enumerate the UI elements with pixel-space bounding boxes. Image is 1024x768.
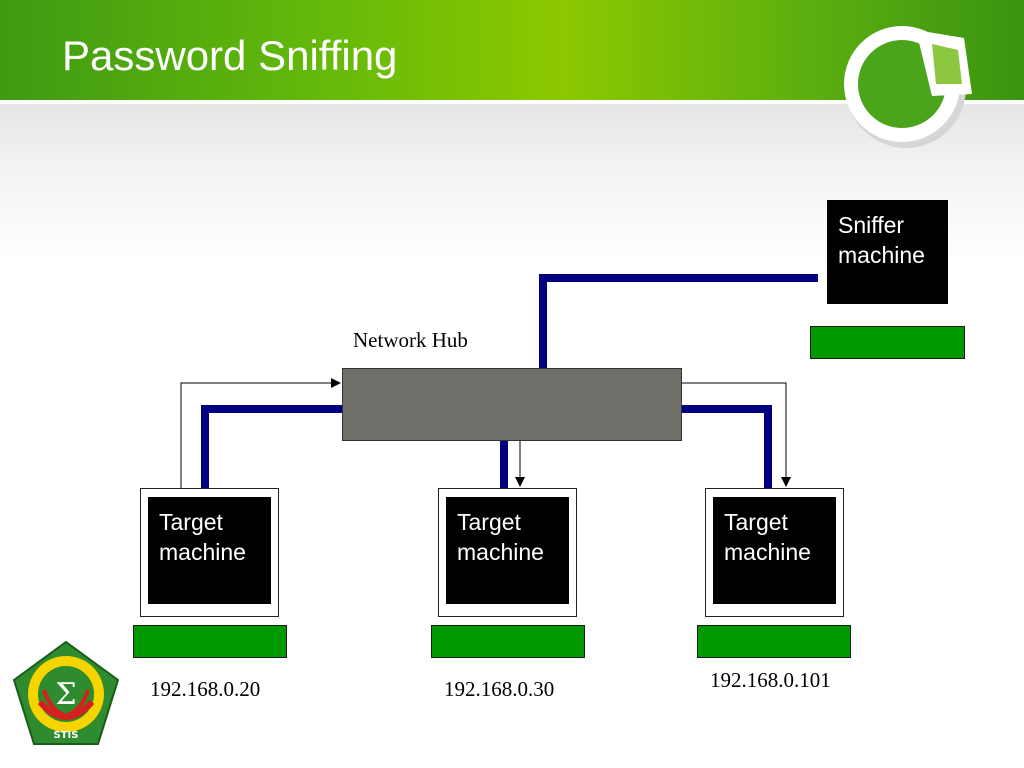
target-machine-3-base — [697, 625, 851, 658]
packet-arrow-to-target-3 — [682, 382, 791, 487]
target-3-ip: 192.168.0.101 — [710, 668, 831, 692]
packet-arrow-to-hub — [180, 378, 341, 488]
sniffer-label-line1: Sniffer — [838, 212, 905, 238]
stis-logo-icon: Σ STIS — [12, 640, 120, 745]
slide-title: Password Sniffing — [62, 32, 398, 79]
sniffer-machine-screen: Sniffer machine — [827, 200, 948, 304]
stis-text: STIS — [54, 730, 79, 741]
target-machine-1-base — [133, 625, 287, 658]
target-3-label-line1: Target — [724, 509, 788, 535]
target-2-label-line2: machine — [457, 539, 544, 565]
target-1-label-line2: machine — [159, 539, 246, 565]
target-1-label-line1: Target — [159, 509, 223, 535]
target-3-label-line2: machine — [724, 539, 811, 565]
cable-target-3 — [682, 405, 772, 488]
header-divider — [0, 100, 1024, 104]
target-machine-2-base — [431, 625, 585, 658]
pie-logo-icon — [844, 26, 972, 148]
sniffer-machine-base — [810, 326, 965, 359]
target-machine-3-screen: Target machine — [713, 497, 836, 604]
cable-target-1 — [201, 405, 342, 488]
target-2-ip: 192.168.0.30 — [444, 677, 555, 701]
hub-label: Network Hub — [353, 328, 468, 352]
target-machine-1-screen: Target machine — [148, 497, 271, 604]
cable-sniffer — [539, 274, 818, 368]
sniffer-label-line2: machine — [838, 242, 925, 268]
target-1-ip: 192.168.0.20 — [150, 677, 261, 701]
target-machine-2-screen: Target machine — [446, 497, 569, 604]
target-2-label-line1: Target — [457, 509, 521, 535]
network-hub — [342, 368, 682, 441]
stis-sigma: Σ — [55, 677, 76, 712]
